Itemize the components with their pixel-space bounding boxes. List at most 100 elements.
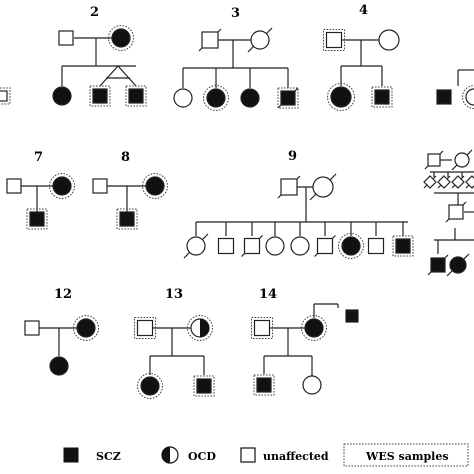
legend-scz-symbol [63, 447, 79, 463]
unaffected-male-symbol [92, 178, 108, 194]
unaffected-female-symbol [265, 236, 285, 256]
family-number-2: 2 [90, 5, 99, 20]
unaffected-female-symbol [173, 88, 193, 108]
wes-sample-outline [142, 173, 168, 199]
wes-sample-outline [73, 315, 99, 341]
wes-sample-outline [193, 375, 215, 397]
unaffected-male-symbol [253, 319, 271, 337]
wes-sample-outline [203, 85, 229, 111]
wes-sample-outline [137, 373, 163, 399]
affected-female-symbol [52, 86, 72, 106]
unaffected-female-symbol [465, 88, 474, 106]
unaffected-male-symbol [0, 90, 8, 102]
affected-female-symbol [330, 86, 352, 108]
affected-male-symbol [280, 90, 296, 106]
unaffected-female-symbol [454, 152, 470, 168]
unaffected-male-symbol [280, 178, 298, 196]
wes-sample-outline [0, 87, 11, 105]
unaffected-male-symbol [136, 319, 154, 337]
affected-female-symbol [206, 88, 226, 108]
affected-male-symbol [395, 238, 411, 254]
pedigree-line [99, 65, 119, 87]
unaffected-male-symbol [201, 31, 219, 49]
unaffected-female-symbol [312, 176, 334, 198]
unaffected-male-symbol [24, 320, 40, 336]
legend-scz-label: SCZ [96, 450, 121, 463]
affected-male-symbol [430, 257, 446, 273]
unaffected-male-symbol [217, 237, 235, 255]
wes-sample-outline [327, 83, 355, 111]
affected-male-symbol [92, 88, 108, 104]
legend-unaffected-symbol [240, 447, 256, 463]
affected-female-symbol [304, 318, 324, 338]
wes-sample-outline [89, 85, 111, 107]
unaffected-male-symbol [58, 30, 74, 46]
unaffected-male-symbol [367, 237, 385, 255]
unaffected-male-symbol [325, 31, 343, 49]
ocd-half-fill [200, 319, 209, 337]
unknown-sex-symbol [437, 175, 451, 189]
affected-female-symbol [111, 28, 131, 48]
affected-female-symbol [449, 256, 467, 274]
wes-sample-outline [392, 235, 414, 257]
unaffected-female-symbol [290, 236, 310, 256]
wes-sample-outline [253, 374, 275, 396]
family-number-9: 9 [288, 149, 297, 164]
affected-male-symbol [374, 89, 390, 105]
unknown-sex-symbol [423, 175, 437, 189]
wes-sample-outline [49, 173, 75, 199]
affected-male-symbol [119, 211, 135, 227]
unaffected-female-symbol [250, 30, 270, 50]
affected-female-symbol [49, 356, 69, 376]
unaffected-male-symbol [6, 178, 22, 194]
unknown-sex-symbol [465, 175, 474, 189]
unaffected-female-symbol [378, 29, 400, 51]
family-number-8: 8 [121, 150, 130, 165]
affected-female-symbol [145, 176, 165, 196]
pedigree-lines [20, 27, 474, 376]
wes-sample-outline [26, 208, 48, 230]
wes-sample-outline [338, 233, 364, 259]
wes-sample-outline [187, 315, 213, 341]
affected-female-symbol [240, 88, 260, 108]
unaffected-male-symbol [448, 204, 464, 220]
family-number-12: 12 [54, 287, 72, 302]
family-number-7: 7 [34, 150, 43, 165]
wes-sample-outline [134, 317, 156, 339]
legend-wes-box [343, 443, 469, 467]
affected-male-symbol [436, 89, 452, 105]
unaffected-male-symbol [243, 237, 261, 255]
wes-sample-outline [116, 208, 138, 230]
family-number-3: 3 [231, 6, 240, 21]
unknown-sex-symbol [451, 175, 465, 189]
unaffected-male-symbol [316, 237, 334, 255]
affected-female-symbol [52, 176, 72, 196]
wes-sample-outline [251, 317, 273, 339]
unaffected-male-symbol [427, 153, 441, 167]
wes-sample-outline [277, 87, 299, 109]
family-number-14: 14 [259, 287, 277, 302]
unaffected-female-symbol [302, 375, 322, 395]
legend-wes-label: WES samples [365, 450, 449, 463]
wes-sample-outlines [0, 25, 474, 399]
affected-male-symbol [128, 88, 144, 104]
wes-sample-outline [323, 29, 345, 51]
legend-ocd-label: OCD [188, 450, 216, 463]
family-number-4: 4 [359, 3, 368, 18]
affected-female-symbol [76, 318, 96, 338]
affected-male-symbol [196, 378, 212, 394]
affected-male-symbol [256, 377, 272, 393]
wes-sample-outline [108, 25, 134, 51]
affected-male-symbol [345, 309, 359, 323]
wes-sample-outline [371, 86, 393, 108]
legend: SCZ OCD unaffected WES samples [63, 443, 469, 467]
pedigree-symbols [0, 28, 474, 396]
family-number-13: 13 [165, 287, 183, 302]
affected-male-symbol [29, 211, 45, 227]
affected-female-symbol [341, 236, 361, 256]
pedigree-line [117, 65, 137, 87]
wes-sample-outline [301, 315, 327, 341]
legend-unaffected-label: unaffected [263, 450, 329, 463]
affected-female-symbol [140, 376, 160, 396]
